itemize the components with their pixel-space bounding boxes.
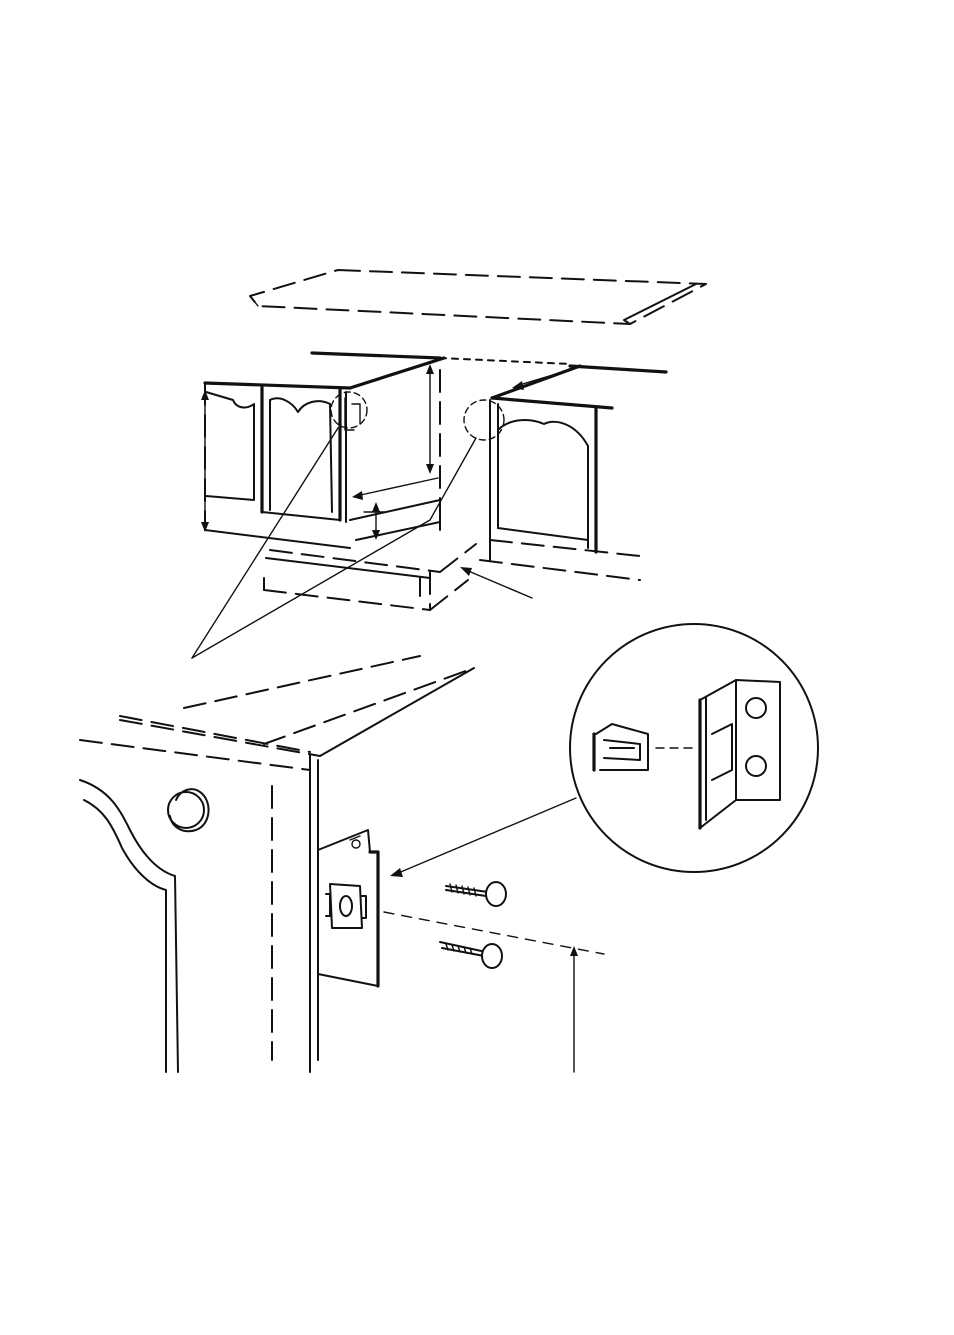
detail-magnifier [390, 624, 818, 877]
plinth-panel [460, 567, 532, 598]
door-hinge-bracket [318, 830, 378, 986]
fixing-screw [384, 882, 604, 1072]
cabinet-side-closeup [80, 656, 474, 1072]
cabinet-row [201, 353, 666, 580]
worktop-panel [250, 270, 706, 324]
leader-lines [192, 428, 476, 658]
appliance-recess [264, 544, 476, 610]
